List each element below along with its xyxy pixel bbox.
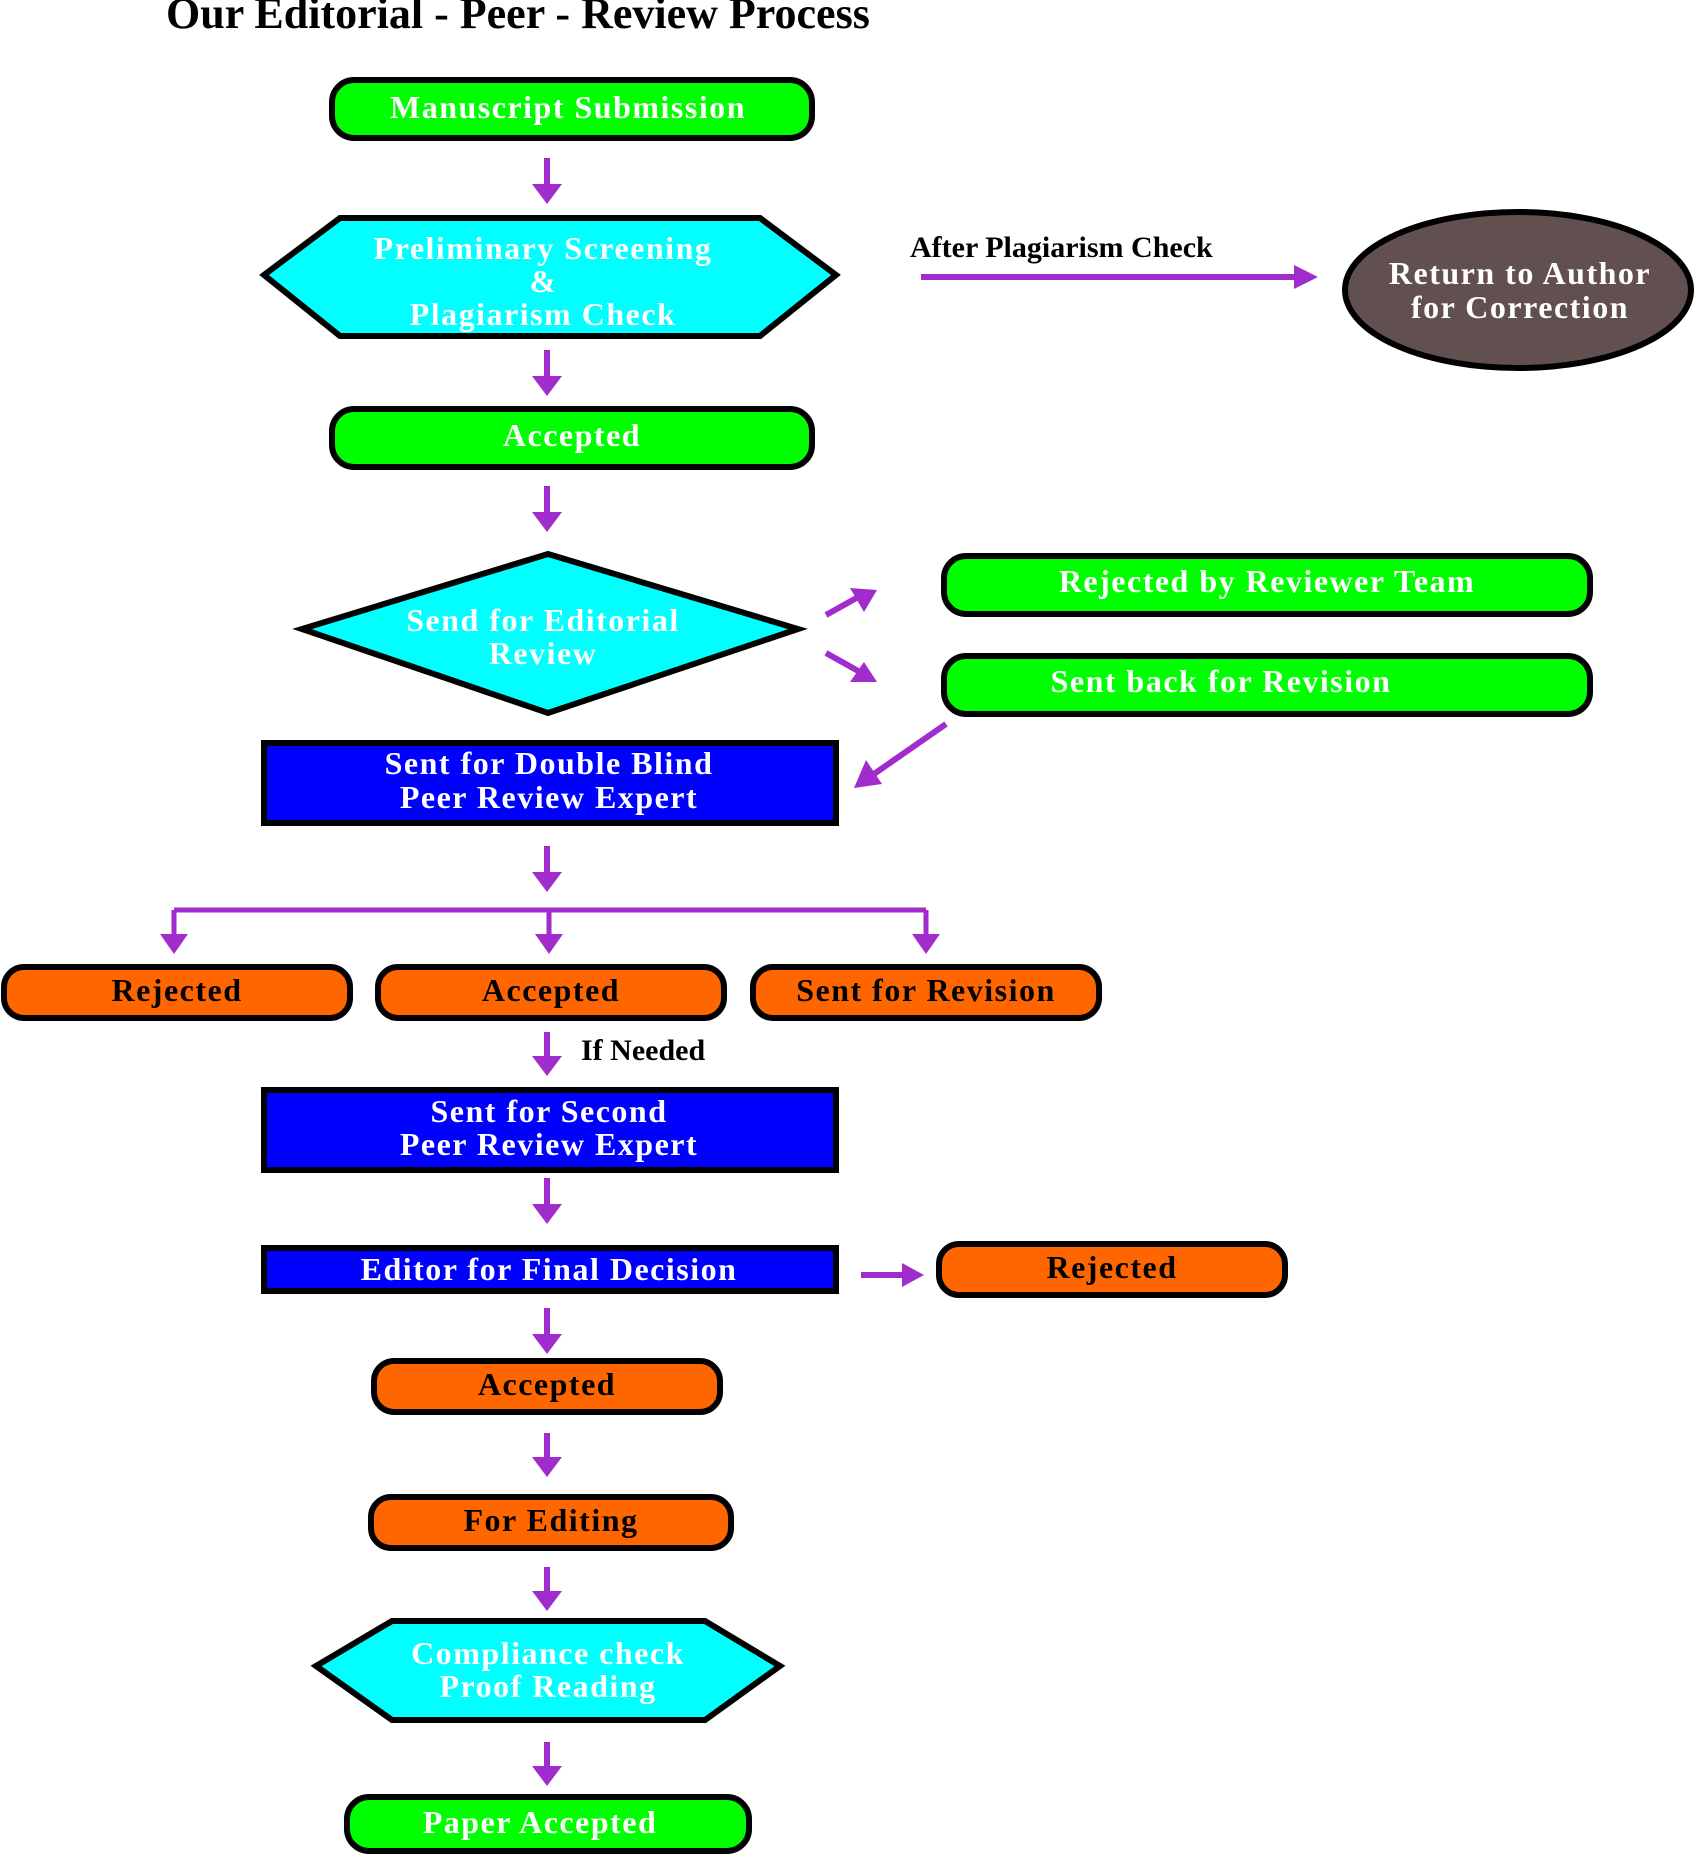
svg-text:Plagiarism Check: Plagiarism Check [410,296,677,332]
node-editorial-review[interactable]: Send for Editorial Review [292,550,808,717]
arrow-right-icon [921,265,1318,289]
svg-text:for Correction: for Correction [1411,289,1629,325]
arrow-down-icon [532,158,562,204]
svg-text:Manuscript Submission: Manuscript Submission [390,89,746,125]
node-final-accepted[interactable]: Accepted [371,1358,723,1415]
arrow-down-icon [532,1567,562,1611]
arrow-down-icon [532,1308,562,1354]
node-outcome-rejected[interactable]: Rejected [1,964,353,1021]
node-outcome-sent-for-revision[interactable]: Sent for Revision [750,964,1102,1021]
connectors [160,158,1318,1786]
svg-text:Accepted: Accepted [478,1366,616,1402]
arrow-down-icon [532,1742,562,1786]
svg-text:Send for Editorial: Send for Editorial [406,602,680,638]
arrow-up-right-icon [824,588,877,618]
svg-text:Accepted: Accepted [482,972,620,1008]
page-title: Our Editorial - Peer - Review Process [166,0,870,38]
svg-text:Preliminary Screening: Preliminary Screening [374,230,713,266]
svg-text:Paper Accepted: Paper Accepted [423,1804,658,1840]
svg-text:Peer Review Expert: Peer Review Expert [400,1126,698,1162]
svg-text:For Editing: For Editing [463,1502,638,1538]
svg-text:&: & [530,263,557,299]
if-needed-label: If Needed [581,1034,705,1067]
node-for-editing[interactable]: For Editing [368,1494,734,1551]
svg-text:Editor for Final Decision: Editor for Final Decision [361,1251,738,1287]
node-manuscript-submission[interactable]: Manuscript Submission [329,77,815,141]
svg-text:Rejected: Rejected [1046,1249,1177,1285]
node-rejected-by-reviewer-team[interactable]: Rejected by Reviewer Team [941,553,1593,617]
svg-text:Sent for Revision: Sent for Revision [796,972,1056,1008]
arrow-down-icon [532,846,562,892]
arrow-down-icon [535,910,563,954]
arrow-down-icon [532,1433,562,1477]
svg-text:Accepted: Accepted [503,417,641,453]
arrow-down-icon [532,1178,562,1224]
node-editor-final-decision[interactable]: Editor for Final Decision [261,1245,839,1294]
svg-text:Proof Reading: Proof Reading [439,1668,656,1704]
after-plagiarism-check-label: After Plagiarism Check [910,231,1213,264]
node-accepted-screening[interactable]: Accepted [329,406,815,470]
svg-text:Sent for Double Blind: Sent for Double Blind [385,745,714,781]
arrow-down-icon [532,350,562,396]
arrow-down-right-icon [824,650,877,682]
node-double-blind-review[interactable]: Sent for Double Blind Peer Review Expert [261,740,839,826]
arrow-down-icon [532,1032,562,1076]
node-return-to-author[interactable]: Return to Author for Correction [1342,209,1694,371]
svg-text:Sent back for Revision: Sent back for Revision [1051,663,1392,699]
svg-text:Compliance check: Compliance check [411,1635,685,1671]
svg-text:Review: Review [489,635,598,671]
arrow-right-icon [861,1263,924,1287]
node-sent-back-for-revision[interactable]: Sent back for Revision [941,653,1593,717]
svg-text:Return to Author: Return to Author [1389,255,1651,291]
node-final-rejected[interactable]: Rejected [936,1241,1288,1298]
arrow-down-icon [160,910,188,954]
svg-text:Rejected by Reviewer Team: Rejected by Reviewer Team [1059,563,1475,599]
arrow-down-icon [532,486,562,532]
svg-text:Peer Review Expert: Peer Review Expert [400,779,698,815]
svg-text:Sent for Second: Sent for Second [430,1093,667,1129]
node-outcome-accepted[interactable]: Accepted [375,964,727,1021]
node-preliminary-screening[interactable]: Preliminary Screening & Plagiarism Check [259,215,841,339]
node-paper-accepted[interactable]: Paper Accepted [344,1794,752,1854]
node-compliance-check[interactable]: Compliance check Proof Reading [310,1618,786,1723]
arrow-down-icon [912,910,940,954]
node-second-peer-review[interactable]: Sent for Second Peer Review Expert [261,1087,839,1173]
arrow-down-left-icon [854,721,948,788]
svg-text:Rejected: Rejected [111,972,242,1008]
